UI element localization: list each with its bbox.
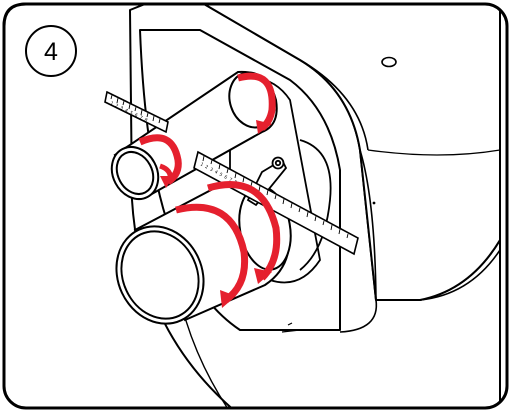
body-marks [281,201,376,333]
rotation-arrows [138,72,281,308]
rotation-arrow-upper-inner [159,163,173,181]
upper-pipe [110,70,278,200]
diagram-content: 1 2 3 4 5 6 7 8 [104,4,501,408]
rotation-arrow-upper-rear [237,72,276,134]
step-badge: 4 [4,4,89,89]
mounting-hole [381,56,397,68]
step-number: 4 [44,38,58,66]
rotation-arrow-lower-rear [207,181,281,284]
rotation-arrow-lower-middle [175,203,249,308]
